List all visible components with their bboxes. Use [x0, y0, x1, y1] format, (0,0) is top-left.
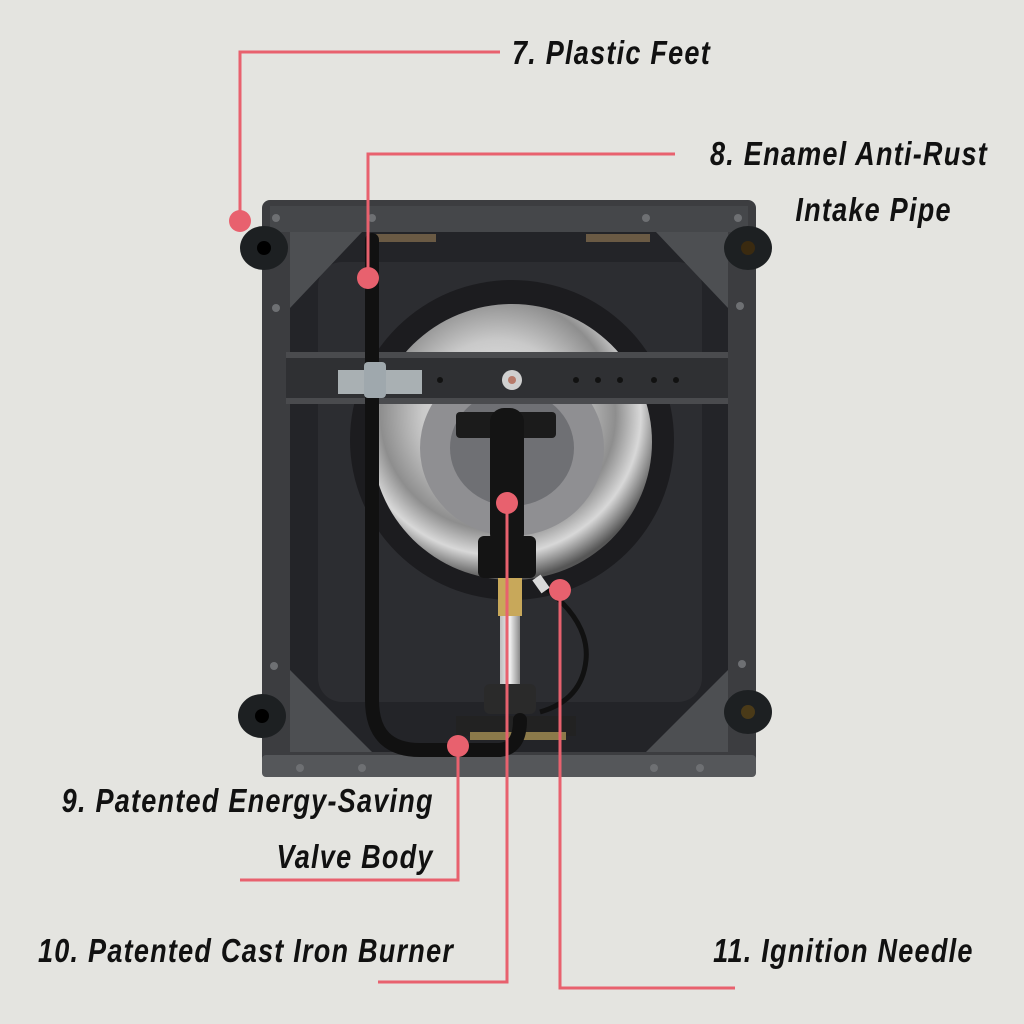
- callout-label-8-line1: 8. Enamel Anti-Rust: [710, 135, 988, 172]
- callout-label-9-line2: Valve Body: [276, 838, 434, 875]
- mounting-bracket: [286, 352, 728, 404]
- callout-line-7: [238, 50, 500, 220]
- callout-label-8-line2: Intake Pipe: [795, 191, 952, 228]
- intake-pipe: [365, 233, 527, 757]
- callout-dots: [229, 210, 571, 757]
- callout-dot-11: [549, 579, 571, 601]
- callout-line-11: [558, 590, 735, 990]
- callout-dot-9: [447, 735, 469, 757]
- cast-iron-burner: [456, 408, 556, 578]
- callout-dot-7: [229, 210, 251, 232]
- callout-dot-8: [357, 267, 379, 289]
- callout-line-9: [240, 746, 460, 882]
- callout-line-8: [366, 152, 675, 278]
- plastic-feet: [238, 226, 772, 738]
- callout-label-11: 11. Ignition Needle: [713, 932, 974, 969]
- callout-label-7: 7. Plastic Feet: [512, 34, 711, 71]
- callout-dot-10: [496, 492, 518, 514]
- callout-label-10: 10. Patented Cast Iron Burner: [38, 932, 455, 969]
- callout-line-10: [378, 503, 509, 984]
- screws: [270, 214, 746, 772]
- ignition-wire: [538, 581, 589, 715]
- callout-label-9-line1: 9. Patented Energy-Saving: [61, 782, 434, 819]
- callout-lines: [238, 50, 735, 990]
